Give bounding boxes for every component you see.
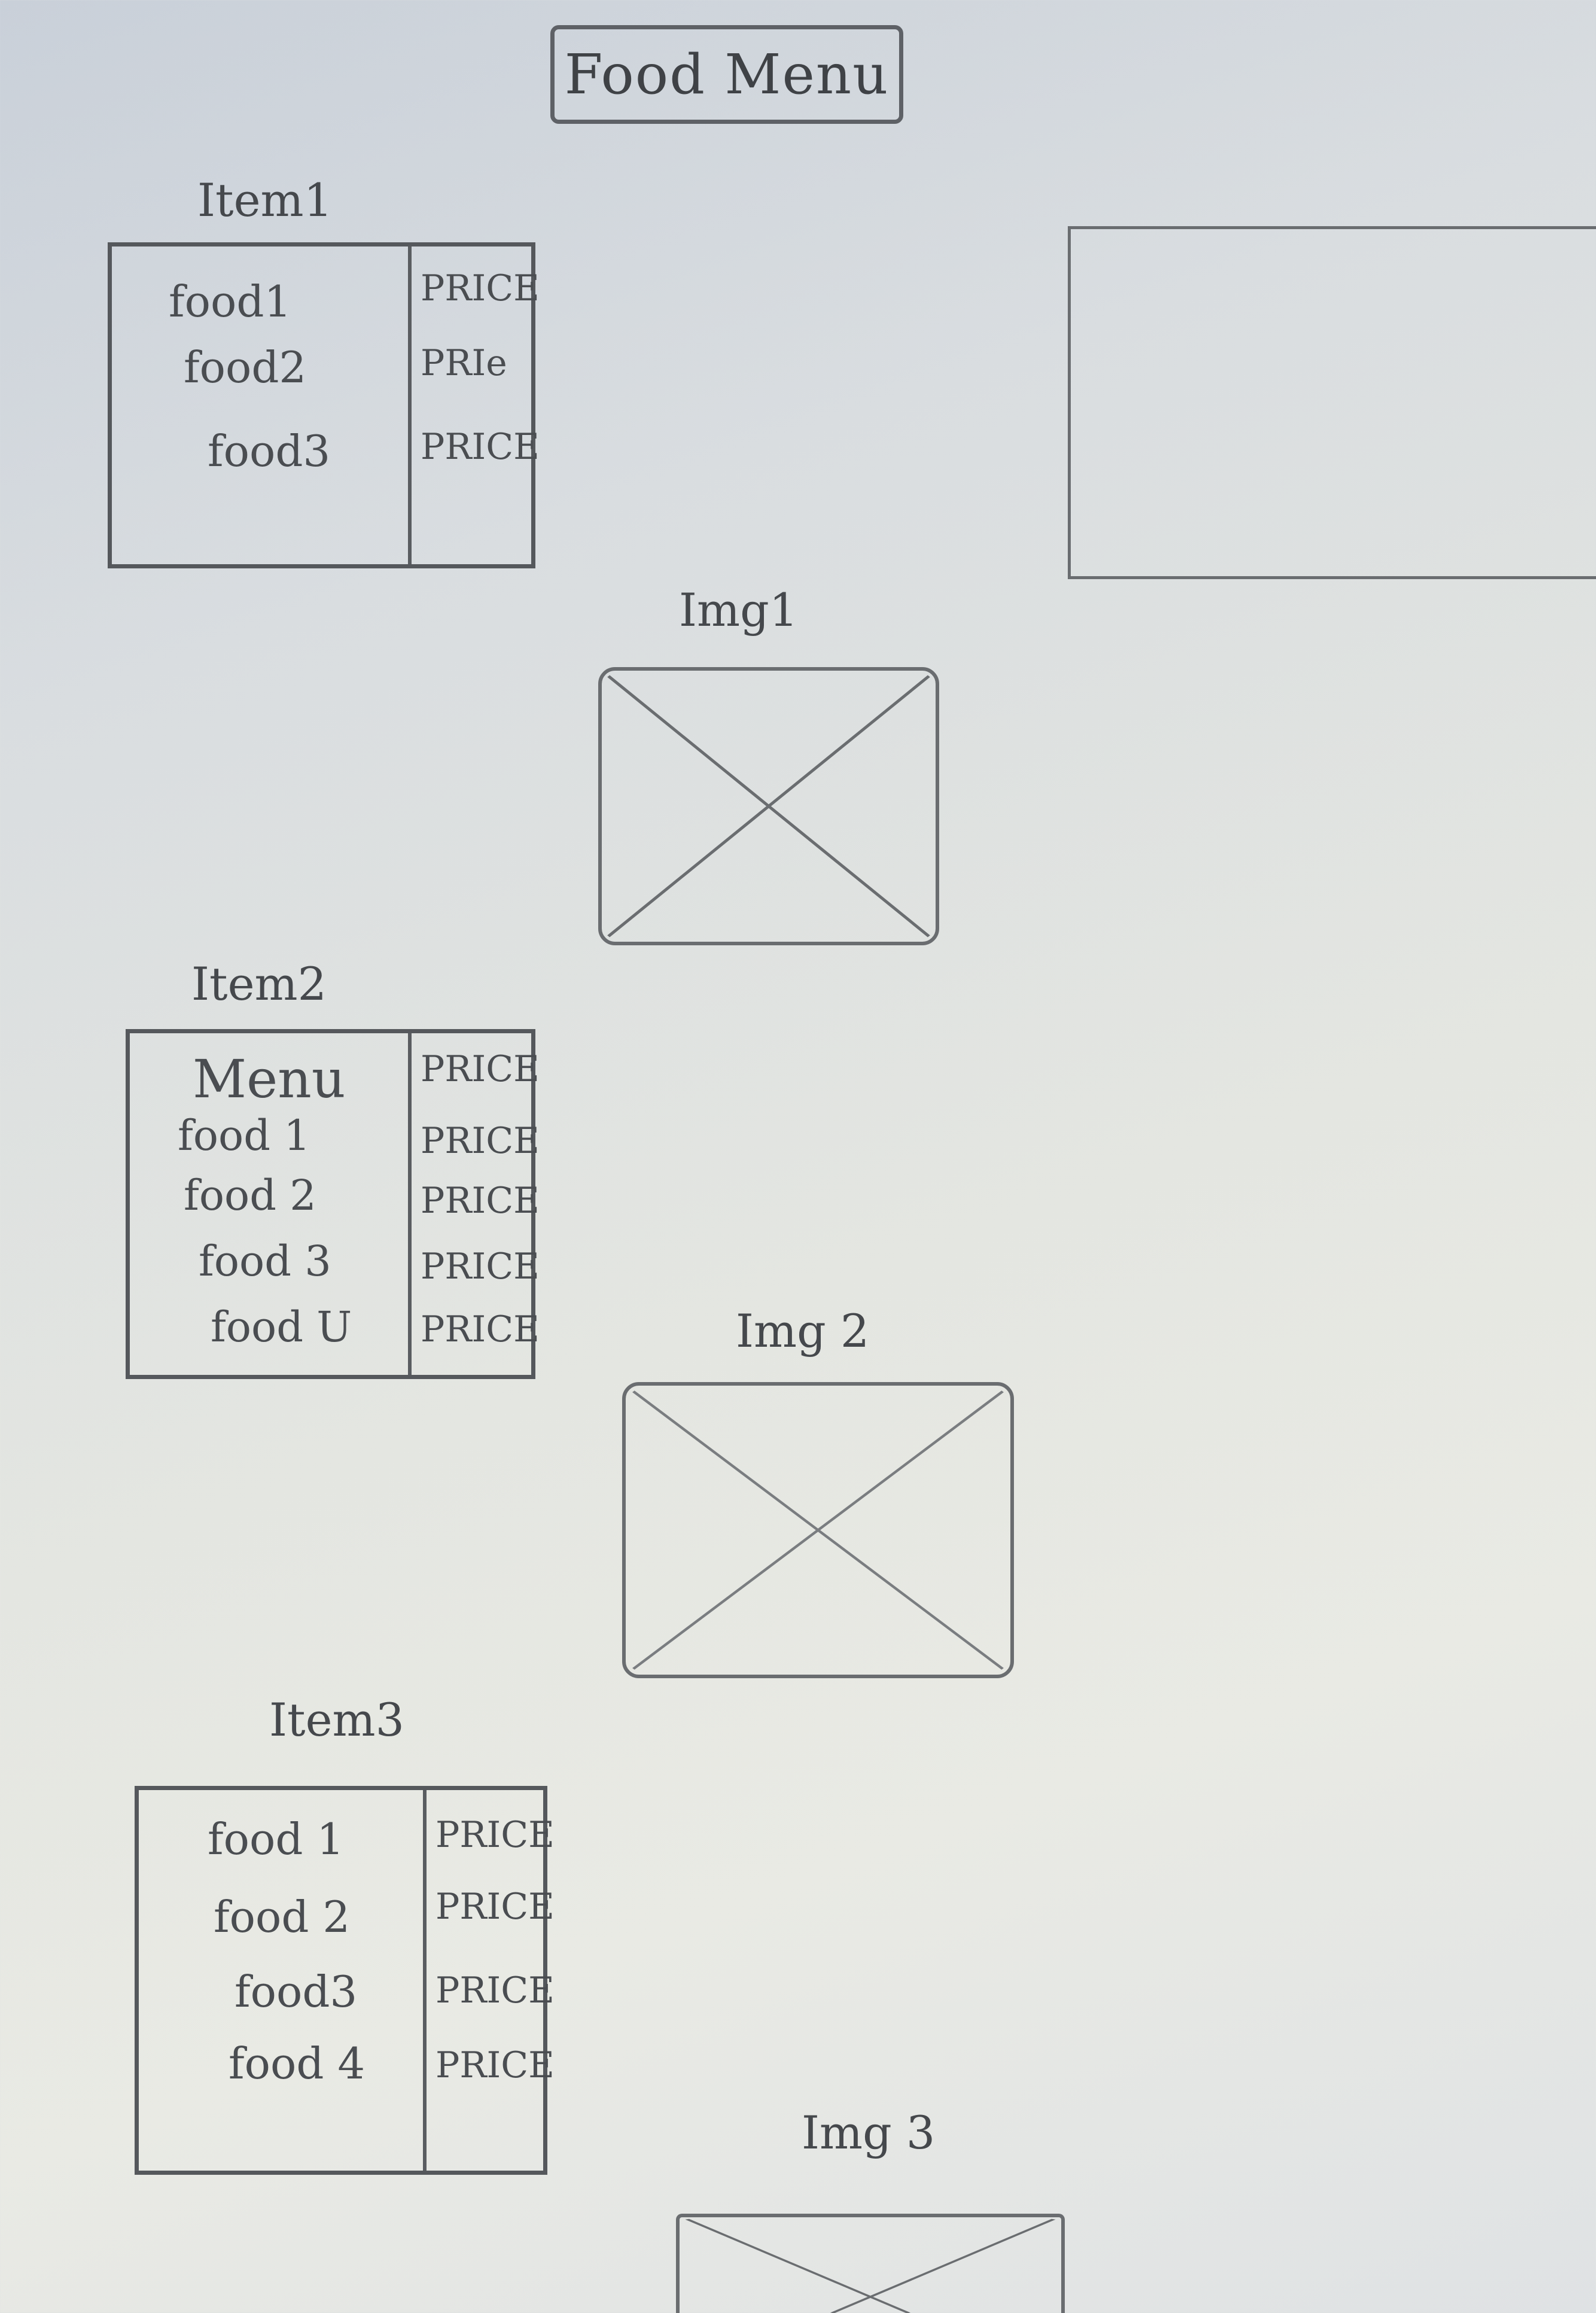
item2-menu-table: Menu food 1 food 2 food 3 food U PRICE P…	[126, 1029, 540, 1379]
item2-menu-header: Menu	[193, 1048, 346, 1110]
item2-food-name-2: food 2	[184, 1171, 316, 1220]
item1-food-name-1: food1	[169, 276, 292, 327]
item3-food-name-1: food 1	[208, 1814, 345, 1864]
item3-price-3: PRICE	[435, 1970, 555, 2011]
item2-price-1: PRICE	[421, 1120, 540, 1162]
item2-names-column: Menu food 1 food 2 food 3 food U	[130, 1033, 412, 1375]
item3-food-name-3: food3	[234, 1967, 358, 2017]
item1-food-name-2: food2	[184, 342, 307, 392]
item3-price-2: PRICE	[435, 1886, 555, 1928]
empty-content-box	[1068, 226, 1596, 579]
item1-names-column: food1 food2 food3	[112, 246, 412, 564]
item1-prices-column: PRICE PRIe PRICE	[412, 246, 540, 564]
item3-food-name-2: food 2	[214, 1892, 351, 1942]
item3-names-column: food 1 food 2 food3 food 4	[139, 1790, 427, 2171]
item3-label: Item3	[269, 1693, 404, 1746]
item2-food-name-1: food 1	[178, 1111, 310, 1160]
item2-price-4: PRICE	[421, 1308, 540, 1350]
item1-price-1: PRICE	[421, 267, 540, 309]
item3-price-1: PRICE	[435, 1814, 555, 1856]
item1-label: Item1	[197, 174, 333, 227]
item2-food-name-4: food U	[211, 1302, 352, 1352]
item1-price-3: PRICE	[421, 426, 540, 468]
item2-label: Item2	[191, 957, 327, 1011]
item2-prices-column: PRICE PRICE PRICE PRICE PRICE	[412, 1033, 540, 1375]
img1-placeholder-image	[598, 667, 939, 945]
item1-menu-table: food1 food2 food3 PRICE PRIe PRICE	[108, 242, 540, 568]
item1-price-2: PRIe	[421, 342, 507, 384]
item2-price-header: PRICE	[421, 1048, 540, 1090]
cross-placeholder-icon	[632, 1390, 1004, 1670]
food-menu-title-box: Food Menu	[550, 25, 903, 124]
item2-price-3: PRICE	[421, 1246, 540, 1288]
item2-price-2: PRICE	[421, 1180, 540, 1222]
item3-price-4: PRICE	[435, 2044, 555, 2086]
page-title: Food Menu	[564, 42, 890, 106]
item3-menu-table: food 1 food 2 food3 food 4 PRICE PRICE P…	[135, 1786, 555, 2175]
img3-placeholder-image	[676, 2214, 1065, 2313]
item3-food-name-4: food 4	[229, 2038, 366, 2089]
img1-label: Img1	[679, 583, 799, 637]
cross-placeholder-icon	[607, 675, 930, 938]
cross-placeholder-icon	[685, 2218, 1056, 2313]
img2-placeholder-image	[622, 1382, 1014, 1678]
img2-label: Img 2	[736, 1304, 870, 1358]
item2-food-name-3: food 3	[199, 1237, 331, 1286]
img3-label: Img 3	[802, 2106, 936, 2159]
item1-food-name-3: food3	[208, 426, 331, 476]
item3-prices-column: PRICE PRICE PRICE PRICE	[427, 1790, 555, 2171]
